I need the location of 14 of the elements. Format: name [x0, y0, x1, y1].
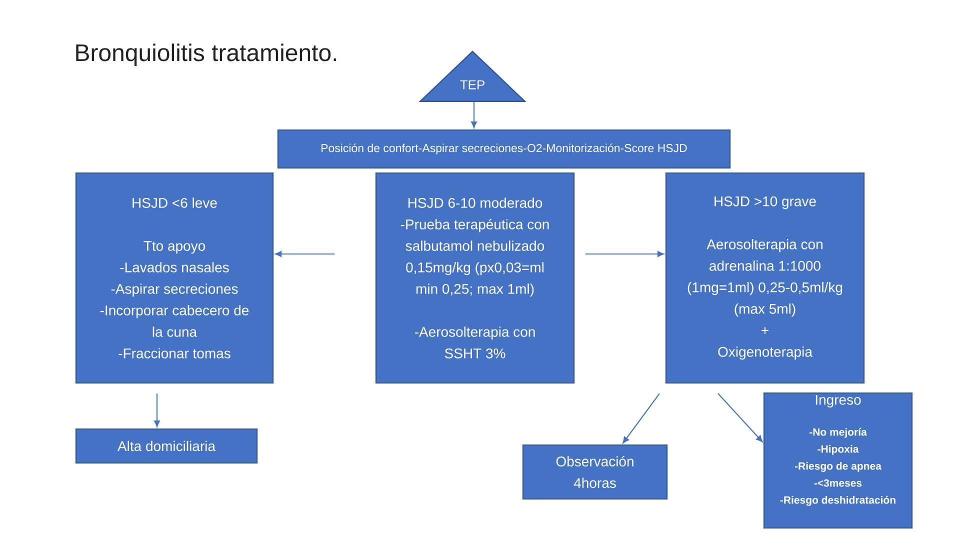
process-box: Alta domiciliaria — [75, 428, 258, 464]
arrow — [154, 394, 160, 428]
process-box: Observación 4horas — [522, 444, 668, 500]
arrow — [718, 393, 763, 442]
arrow — [274, 250, 334, 257]
arrow — [622, 393, 660, 444]
banner-box: Posición de confort-Aspirar secreciones-O2-Monitorización-Score HSJD — [277, 129, 731, 169]
arrow — [471, 102, 478, 128]
process-box: HSJD 6-10 moderado -Prueba terapéutica con salbutamol nebulizado 0,15mg/kg (px0,03=ml min 0,25; max 1ml) -Aerosolterapia con SSHT 3% — [375, 172, 575, 384]
process-box: HSJD <6 leve Tto apoyo -Lavados nasales -Aspirar secreciones -Incorporar cabecero de la cuna -Fraccionar tomas — [75, 172, 274, 384]
arrow — [586, 250, 664, 257]
process-box: HSJD >10 grave Aerosolterapia con adrenalina 1:1000 (1mg=1ml) 0,25-0,5ml/kg (max 5ml) + Oxigenoterapia — [665, 172, 865, 384]
title: Bronquiolitis tratamiento. — [76, 44, 336, 66]
process-box: Ingreso -No mejoría -Hipoxia -Riesgo de apnea -<3meses -Riesgo deshidratación — [763, 392, 913, 529]
